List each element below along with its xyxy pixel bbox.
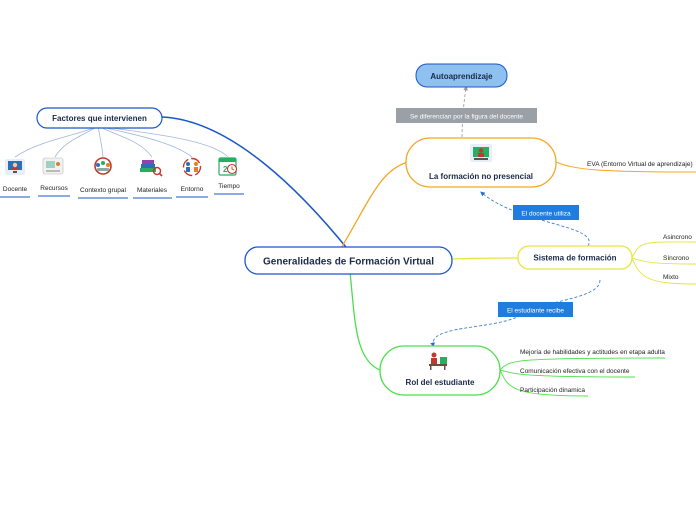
factor-label: Materiales [137,187,168,194]
connector-sistema-mixto [631,257,696,285]
connector-central-formacion [339,161,409,251]
rol-item-1[interactable]: Mejoría de habilidades y actitudes en et… [520,349,665,356]
rol-item-2[interactable]: Comunicación efectiva con el docente [520,368,630,375]
factor-label: Docente [3,186,28,193]
connector-central-rol [349,271,381,371]
connector-formacion-eva [555,161,696,173]
relation-tag-docente-utiliza[interactable]: El docente utiliza [513,205,579,220]
autoaprendizaje-node[interactable]: Autoaprendizaje [415,63,508,88]
factor-item-docente[interactable]: Docente [0,159,30,198]
connector-sistema-asincrono [631,241,696,259]
eva-leaf[interactable]: EVA (Entorno Virtual de aprendizaje) [587,161,693,168]
factor-label: Tiempo [218,183,240,190]
rol-item-label: Mejoría de habilidades y actitudes en et… [520,349,665,356]
central-node[interactable]: Generalidades de Formación Virtual [244,246,453,275]
sistema-item-sincrono[interactable]: Síncrono [663,255,689,262]
factor-label: Recursos [40,185,68,192]
connector-rol-item2 [499,369,636,378]
connector-sistema-sincrono [631,257,696,265]
rol-estudiante-node[interactable]: Rol del estudiante [379,345,501,396]
books-search-icon [140,160,163,177]
factor-item-materiales[interactable]: Materiales [133,160,172,199]
connector-rol-item3 [499,369,589,397]
sistema-item-label: Asincrono [663,234,692,241]
relation-tag-diferencian[interactable]: Se diferencian por la figura del docente [396,108,537,123]
eva-leaf-label: EVA (Entorno Virtual de aprendizaje) [587,161,693,168]
factor-item-tiempo[interactable]: 2 Tiempo [214,157,244,195]
connector-rol-item1 [499,357,666,371]
connector-central-sistema [452,257,519,260]
group-context-icon [94,157,112,175]
rol-label: Rol del estudiante [406,378,475,387]
connector-central-factores [161,116,351,253]
factores-node[interactable]: Factores que intervienen [36,107,163,129]
factores-node-label: Factores que intervienen [52,114,147,123]
connector-factores-items [14,125,229,158]
sistema-item-label: Mixto [663,274,679,281]
relation-tag-label: El docente utiliza [521,211,571,218]
formacion-label: La formación no presencial [429,172,533,181]
people-cycle-icon [182,157,202,177]
student-desk-icon [429,352,447,370]
relation-tag-label: Se diferencian por la figura del docente [410,114,523,121]
presenter-screen-icon [470,144,492,162]
factor-item-recursos[interactable]: Recursos [38,157,70,197]
calendar-clock-icon: 2 [218,157,238,176]
autoaprendizaje-label: Autoaprendizaje [430,72,493,81]
rol-item-3[interactable]: Participación dinamica [520,387,585,394]
factor-item-contexto[interactable]: Contexto grupal [78,157,128,199]
relation-tag-label: El estudiante recibe [507,308,564,315]
factor-label: Contexto grupal [80,187,126,194]
sistema-item-label: Síncrono [663,255,689,262]
factor-item-entorno[interactable]: Entorno [176,157,208,198]
resources-board-icon [42,157,64,175]
central-node-label: Generalidades de Formación Virtual [263,257,434,268]
teacher-monitor-icon [5,159,25,175]
relation-tag-estudiante-recibe[interactable]: El estudiante recibe [498,302,573,317]
relation-sistema-formacion [480,191,590,247]
sistema-item-mixto[interactable]: Mixto [663,274,679,281]
formacion-no-presencial-node[interactable]: La formación no presencial [405,137,557,188]
sistema-formacion-node[interactable]: Sistema de formación [517,245,633,270]
factor-label: Entorno [181,186,204,193]
rol-item-label: Participación dinamica [520,387,585,394]
sistema-item-asincrono[interactable]: Asincrono [663,234,692,241]
svg-text:2: 2 [223,165,228,174]
sistema-label: Sistema de formación [533,254,616,263]
rol-item-label: Comunicación efectiva con el docente [520,368,630,375]
